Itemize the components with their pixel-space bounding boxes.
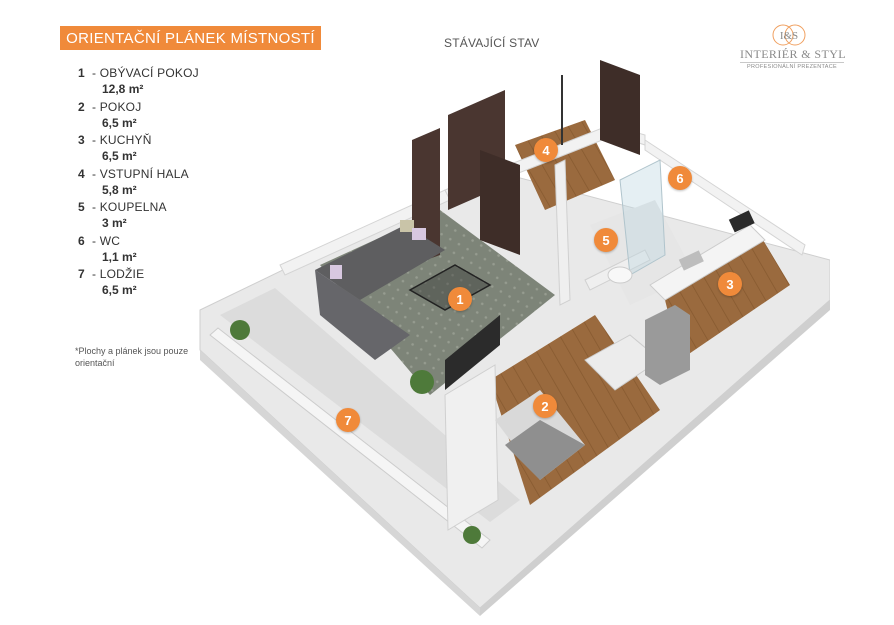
plant (410, 370, 434, 394)
legend-item: 6 - WC 1,1 m² (78, 234, 248, 268)
legend-item: 2 - POKOJ 6,5 m² (78, 100, 248, 134)
cooktop (728, 210, 755, 233)
legend-room-area: 5,8 m² (102, 182, 137, 197)
cushion (400, 220, 414, 232)
coffee-table (408, 264, 492, 311)
legend-room-area: 6,5 m² (102, 283, 137, 297)
legend-room-area: 6,5 m² (102, 115, 137, 130)
shower-glass (619, 159, 666, 276)
loggia-floor (220, 288, 520, 522)
floor-plan: 1 2 3 4 5 6 7 (190, 60, 831, 620)
legend-room-name: - POKOJ (92, 99, 142, 114)
legend-room-name: - KOUPELNA (92, 200, 167, 214)
toilet (607, 266, 633, 284)
room-marker: 3 (718, 272, 742, 296)
room-marker: 4 (534, 138, 558, 162)
room-marker: 7 (336, 408, 360, 432)
legend-room-name: - VSTUPNÍ HALA (92, 166, 189, 181)
legend-item: 3 - KUCHYŇ 6,5 m² (78, 133, 248, 167)
room-legend: 1 - OBÝVACÍ POKOJ 12,8 m² 2 - POKOJ 6,5 … (78, 66, 248, 301)
legend-item: 1 - OBÝVACÍ POKOJ 12,8 m² (78, 66, 248, 100)
logo-name: INTERIÉR & STYL (740, 47, 846, 61)
legend-room-name: - OBÝVACÍ POKOJ (92, 66, 199, 80)
bed-cover (505, 420, 585, 480)
fridge (645, 305, 690, 385)
logo-monogram: I&S (780, 30, 798, 42)
slab-front-face (200, 350, 480, 616)
logo-monogram-icon: I&S (772, 24, 806, 46)
sink (678, 250, 704, 271)
wall-bedroom-left (444, 364, 499, 531)
legend-room-area: 3 m² (102, 216, 127, 230)
entrance-door (600, 60, 640, 155)
slab-right-face (480, 300, 830, 616)
sofa-chaise (315, 270, 410, 360)
room-marker: 6 (668, 166, 692, 190)
state-label: STÁVAJÍCÍ STAV (444, 36, 540, 50)
legend-number: 5 (78, 200, 85, 214)
cushion (412, 228, 426, 240)
plant (230, 320, 250, 340)
wall-partition-living (554, 159, 571, 306)
legend-number: 3 (78, 133, 85, 147)
legend-item: 4 - VSTUPNÍ HALA 5,8 m² (78, 167, 248, 201)
legend-number: 7 (78, 267, 85, 281)
legend-number: 6 (78, 233, 85, 248)
sofa (315, 225, 445, 300)
legend-number: 1 (78, 66, 85, 80)
legend-number: 2 (78, 99, 85, 114)
legend-room-name: - KUCHYŇ (92, 133, 152, 147)
legend-room-area: 1,1 m² (102, 249, 137, 264)
legend-number: 4 (78, 166, 85, 181)
legend-room-area: 12,8 m² (102, 82, 144, 96)
disclaimer-note: *Plochy a plánek jsou pouze orientační (75, 346, 189, 368)
floor-plan-drawing (199, 60, 831, 616)
room-marker: 1 (448, 287, 472, 311)
loggia-railing (209, 327, 491, 549)
brand-logo: I&S INTERIÉR & STYL PROFESIONÁLNÍ PREZEN… (740, 22, 846, 70)
page-title: ORIENTAČNÍ PLÁNEK MÍSTNOSTÍ (60, 26, 321, 50)
legend-room-name: - LODŽIE (92, 267, 145, 281)
logo-tagline: PROFESIONÁLNÍ PREZENTACE (740, 62, 844, 70)
legend-item: 7 - LODŽIE 6,5 m² (78, 267, 248, 301)
legend-room-area: 6,5 m² (102, 149, 137, 163)
legend-item: 5 - KOUPELNA 3 m² (78, 200, 248, 234)
legend-room-name: - WC (92, 233, 121, 248)
kitchen-counter (649, 224, 766, 301)
room-marker: 5 (594, 228, 618, 252)
cushion (330, 265, 342, 279)
door (480, 150, 520, 255)
plant (463, 526, 481, 544)
room-marker: 2 (533, 394, 557, 418)
tv (445, 315, 500, 390)
